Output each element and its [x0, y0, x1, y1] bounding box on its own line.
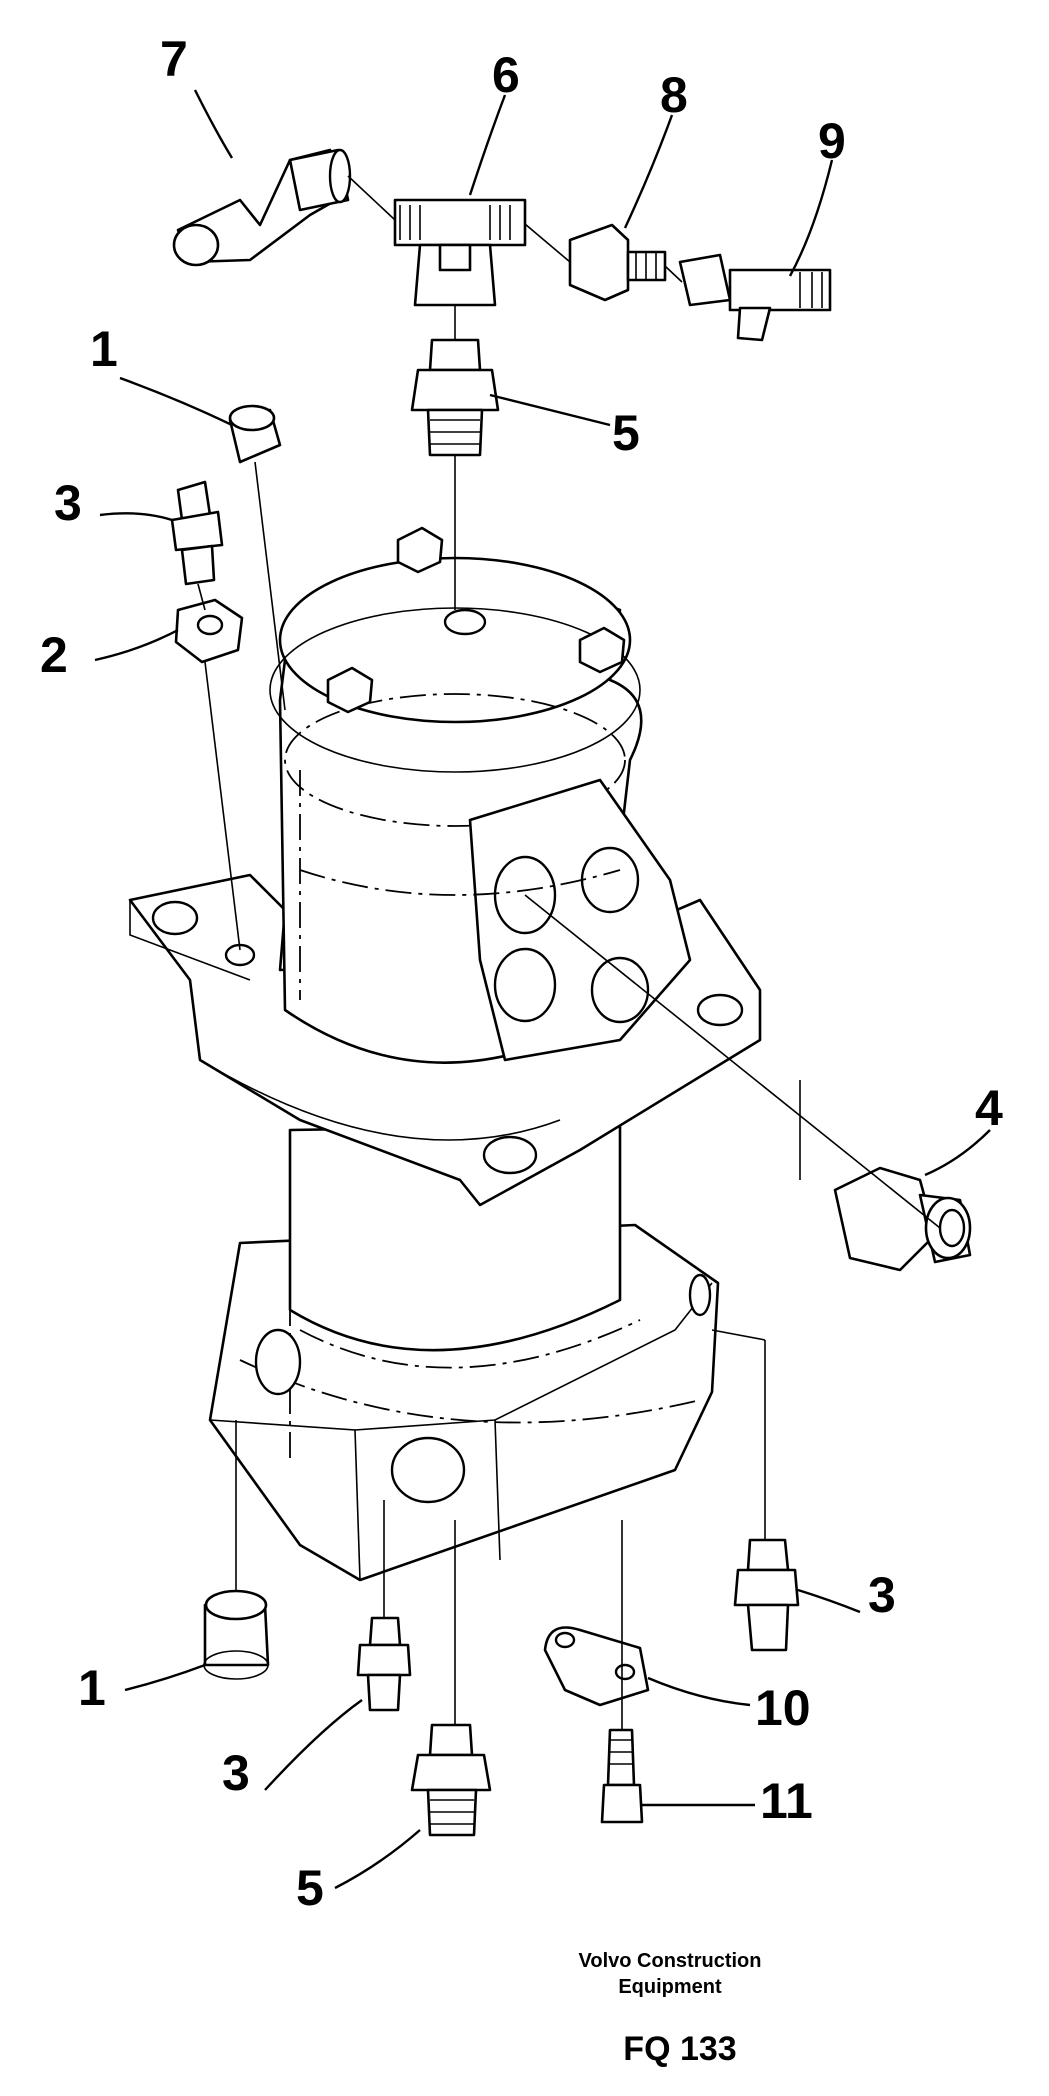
block-port-left [254, 1328, 302, 1396]
callout-3-bottom: 3 [222, 1745, 250, 1801]
callout-3-right: 3 [868, 1567, 896, 1623]
callout-10: 10 [755, 1680, 811, 1736]
manufacturer-credit: Volvo Construction [578, 1950, 762, 1972]
part-10-clamp [543, 1626, 650, 1707]
callout-1-bottom: 1 [78, 1660, 106, 1716]
callout-6: 6 [492, 47, 520, 103]
callout-1-top: 1 [90, 321, 118, 377]
part-5-bottom-connector [410, 1723, 492, 1837]
part-2-nut [174, 598, 244, 664]
part-3-top-nipple [170, 480, 224, 586]
part-1-top-plug [228, 404, 282, 464]
callout-9: 9 [818, 113, 846, 169]
callout-5-bottom: 5 [296, 1860, 324, 1916]
callout-3-top: 3 [54, 475, 82, 531]
callout-8: 8 [660, 67, 688, 123]
drawing-code: FQ 133 [623, 2030, 737, 2068]
swivel-joint-body [128, 526, 762, 1582]
leader-lines [94, 89, 991, 1890]
part-11-screw [600, 1728, 644, 1824]
callout-numbers: 7 6 8 9 1 5 3 2 4 3 1 10 3 11 5 [40, 31, 1003, 1916]
callout-7: 7 [160, 31, 188, 87]
callout-2: 2 [40, 627, 68, 683]
assembly-lines [197, 175, 941, 1730]
part-9-branch-tee [678, 253, 832, 342]
block-port-front [390, 1436, 466, 1504]
part-8-adapter [568, 223, 667, 302]
callout-4: 4 [975, 1080, 1003, 1136]
callout-11: 11 [760, 1773, 813, 1829]
part-3-right-nipple [733, 1538, 800, 1652]
part-7-elbow-fitting [172, 148, 352, 267]
callout-5-top: 5 [612, 405, 640, 461]
manufacturer-credit-line2: Equipment [618, 1976, 722, 1998]
part-6-tee-fitting [393, 198, 527, 307]
part-5-top-connector [410, 338, 500, 457]
part-3-bottom-nipple [356, 1616, 412, 1712]
part-4-side-connector [833, 1166, 972, 1272]
cover-bolts [326, 526, 626, 714]
part-1-bottom-plug [203, 1589, 270, 1680]
